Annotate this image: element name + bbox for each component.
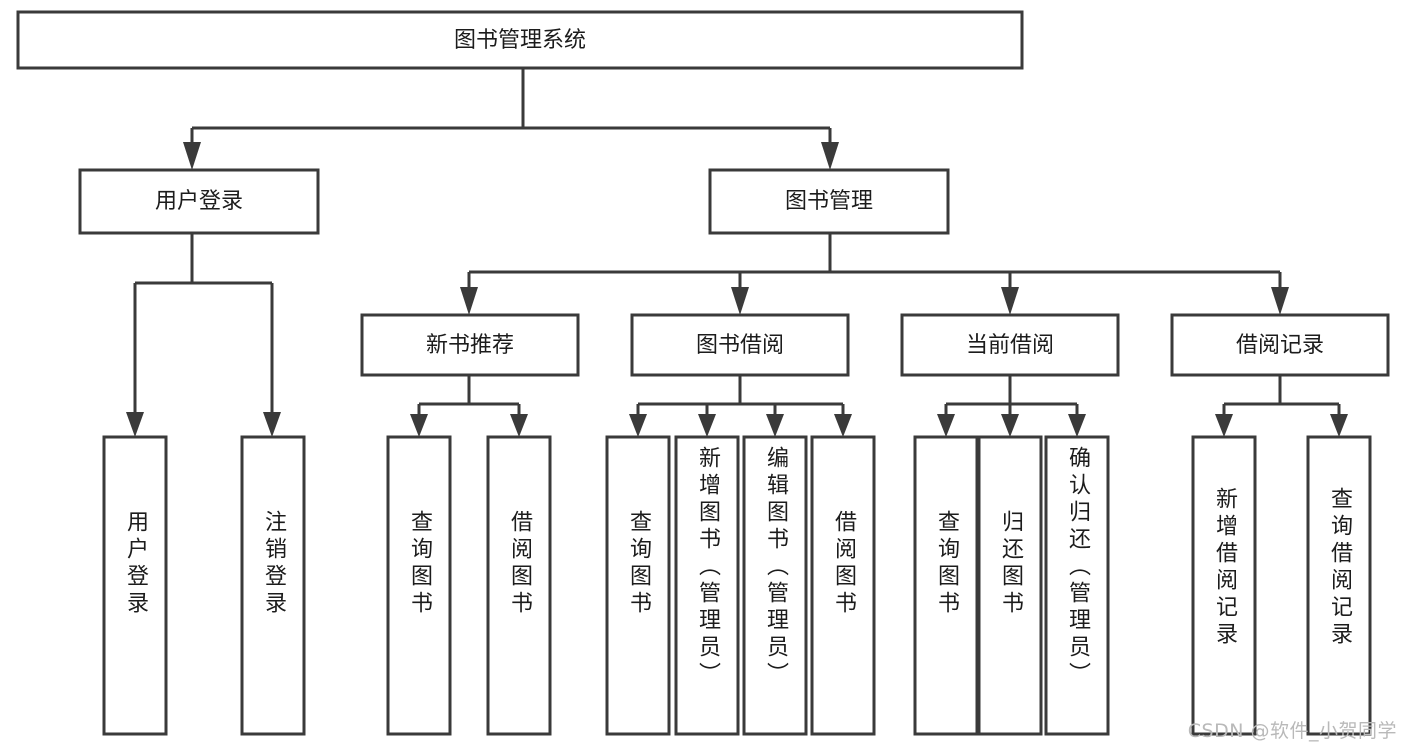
node-new-book-recommend-label: 新书推荐 — [426, 333, 514, 358]
node-new-book-recommend[interactable]: 新书推荐 — [360, 313, 580, 377]
leaf-box-add-record[interactable] — [1191, 435, 1257, 736]
node-borrow-record[interactable]: 借阅记录 — [1170, 313, 1390, 377]
node-current-borrow-label: 当前借阅 — [966, 333, 1054, 358]
node-user-login-box[interactable] — [78, 168, 320, 235]
node-book-borrow-box[interactable] — [630, 313, 850, 377]
leaf-boxes — [102, 435, 1372, 736]
node-book-manage-label: 图书管理 — [785, 189, 873, 214]
leaf-box-edit-book[interactable] — [742, 435, 808, 736]
connector-root-to-level2 — [183, 68, 839, 170]
node-root-box[interactable] — [16, 10, 1024, 70]
leaf-box-query-book-1[interactable] — [386, 435, 452, 736]
node-book-manage-box[interactable] — [708, 168, 950, 235]
node-new-book-recommend-box[interactable] — [360, 313, 580, 377]
node-book-borrow[interactable]: 图书借阅 — [630, 313, 850, 377]
node-borrow-record-label: 借阅记录 — [1236, 333, 1324, 358]
connector-newbook-to-leaves — [410, 375, 528, 437]
connector-userlogin-to-leaves — [126, 233, 281, 437]
connector-currentborrow-to-leaves — [937, 375, 1086, 437]
node-borrow-record-box[interactable] — [1170, 313, 1390, 377]
node-root-label: 图书管理系统 — [454, 28, 586, 53]
leaf-box-return-book[interactable] — [977, 435, 1043, 736]
connector-bookmanage-to-level3 — [460, 233, 1289, 315]
node-current-borrow-box[interactable] — [900, 313, 1120, 377]
node-current-borrow[interactable]: 当前借阅 — [900, 313, 1120, 377]
leaf-box-query-book-3[interactable] — [913, 435, 979, 736]
leaf-box-confirm-return[interactable] — [1044, 435, 1110, 736]
connector-bookborrow-to-leaves — [629, 375, 852, 437]
node-book-borrow-label: 图书借阅 — [696, 333, 784, 358]
leaf-box-borrow-book-1[interactable] — [486, 435, 552, 736]
node-root[interactable]: 图书管理系统 — [16, 10, 1024, 70]
watermark-text: CSDN @软件_小贺同学 — [1187, 720, 1397, 742]
leaf-box-logout-login[interactable] — [240, 435, 306, 736]
connector-borrowrecord-to-leaves — [1215, 375, 1348, 437]
leaf-box-query-record[interactable] — [1306, 435, 1372, 736]
leaf-box-borrow-book-2[interactable] — [810, 435, 876, 736]
leaf-box-user-login[interactable] — [102, 435, 168, 736]
node-user-login-label: 用户登录 — [155, 189, 243, 214]
leaf-box-query-book-2[interactable] — [605, 435, 671, 736]
node-book-manage[interactable]: 图书管理 — [708, 168, 950, 235]
leaf-box-add-book[interactable] — [674, 435, 740, 736]
node-user-login[interactable]: 用户登录 — [78, 168, 320, 235]
